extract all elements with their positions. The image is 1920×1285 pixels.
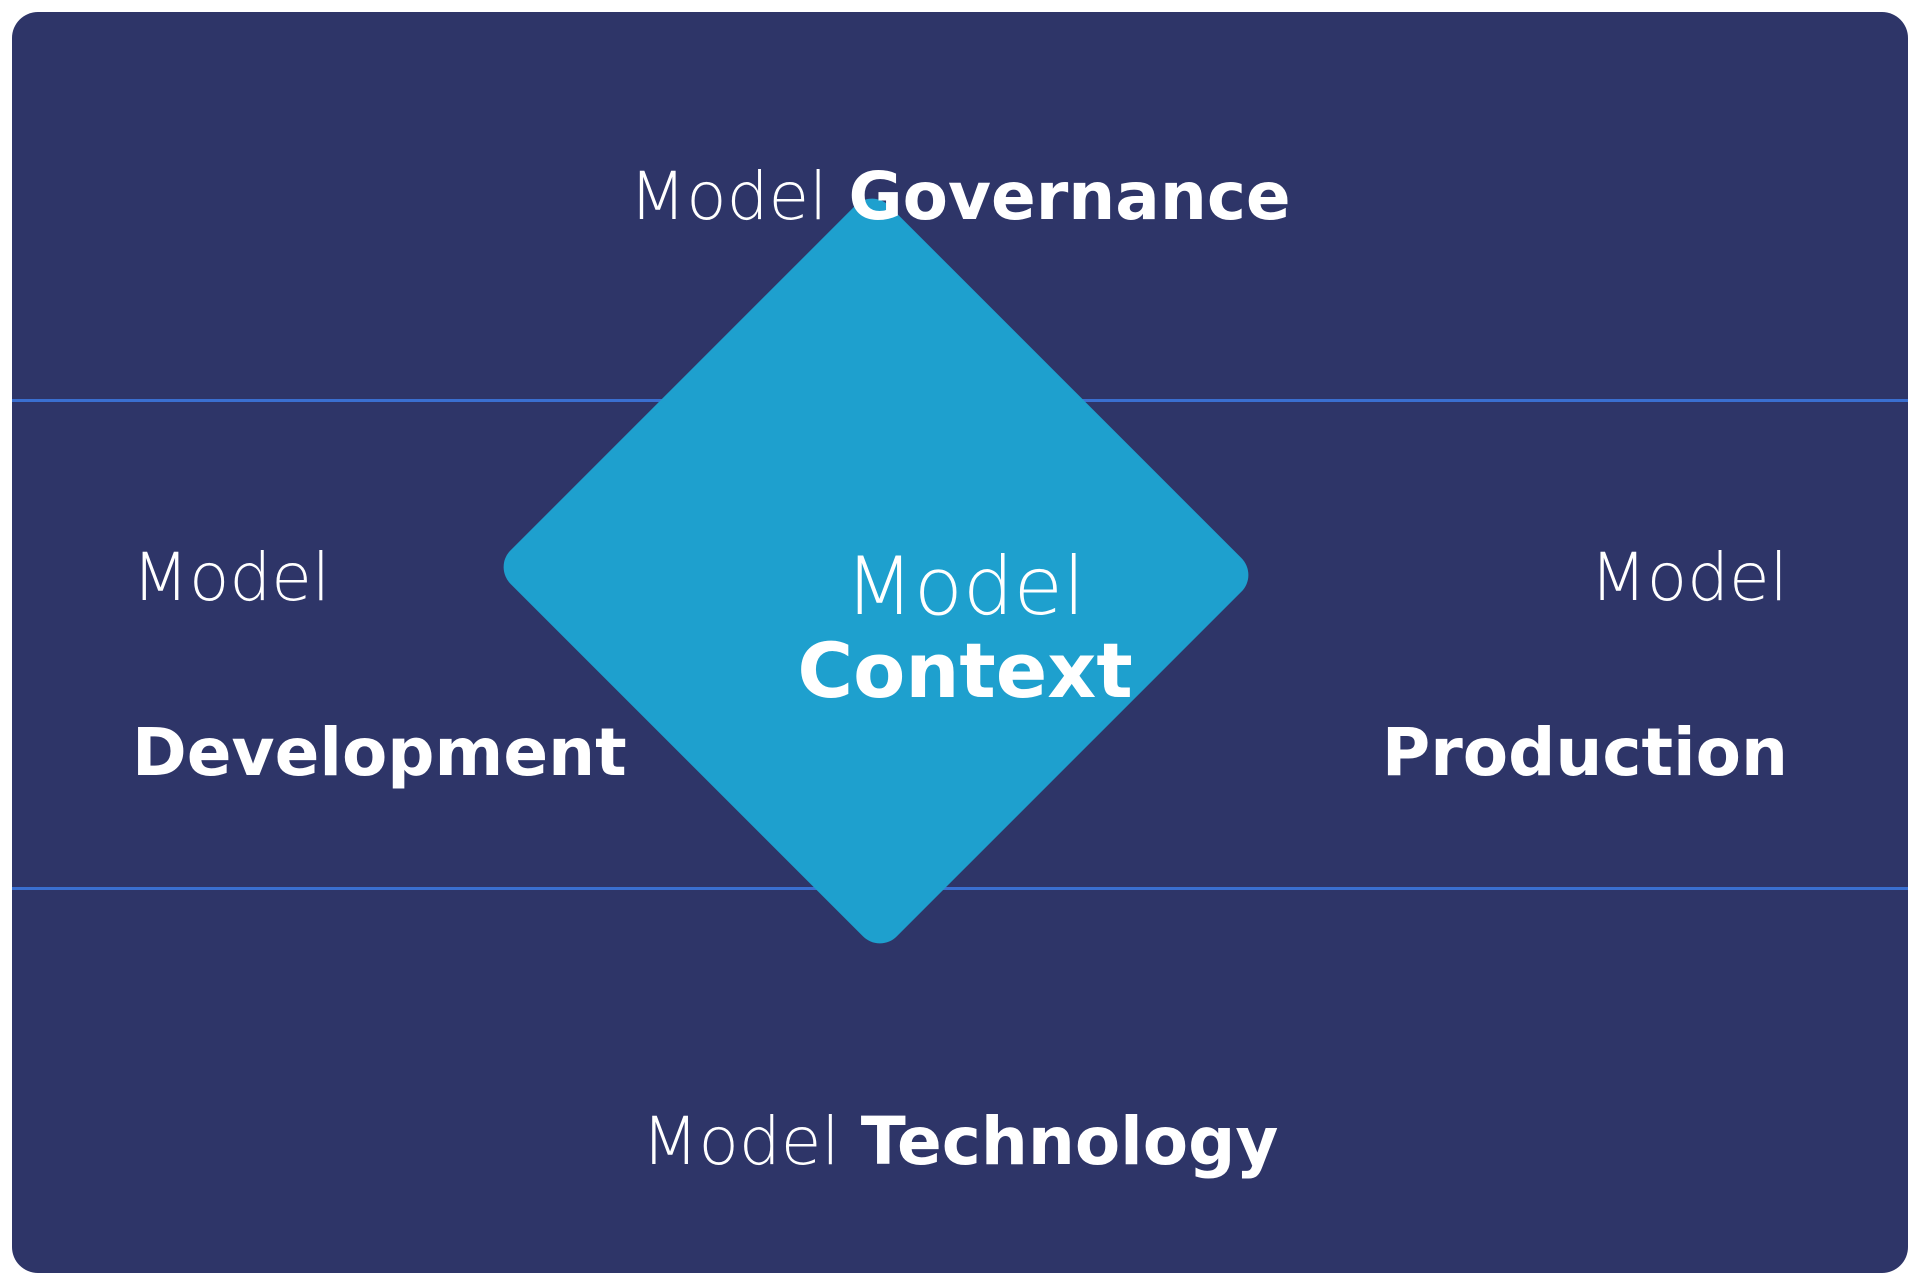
technology-label: Model Technology [0, 1109, 1920, 1175]
development-name: Development [132, 714, 627, 791]
technology-name: Technology [860, 1103, 1279, 1180]
technology-prefix: Model [641, 1103, 840, 1180]
context-name: Context [797, 626, 1133, 715]
governance-label: Model Governance [0, 164, 1920, 230]
production-name: Production [1381, 714, 1788, 791]
governance-prefix: Model [629, 158, 828, 235]
divider-bottom [12, 887, 1908, 890]
production-prefix: Model [1589, 539, 1788, 616]
governance-name: Governance [848, 158, 1291, 235]
context-prefix: Model [844, 540, 1086, 633]
diagram-panel [12, 12, 1908, 1273]
development-prefix: Model [132, 539, 331, 616]
